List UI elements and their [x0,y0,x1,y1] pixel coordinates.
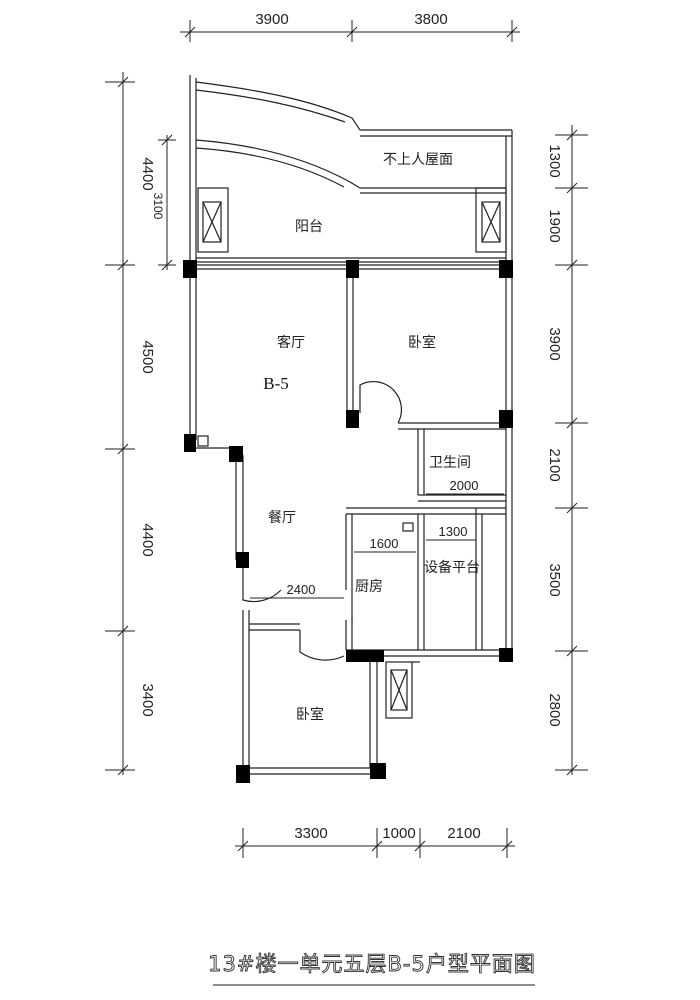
top-dim-1: 3900 [255,11,288,28]
bottom-dim-3: 2100 [447,825,480,842]
right-dim-3: 3900 [546,327,563,360]
right-dim-4: 2100 [546,448,563,481]
label-equipment-platform: 设备平台 [424,559,480,576]
label-living-room: 客厅 [277,334,305,351]
label-bathroom: 卫生间 [429,455,471,471]
left-dimension-line [105,72,176,776]
bottom-dim-1: 3300 [294,825,327,842]
dim-equipment-width: 1300 [439,524,468,539]
dim-kitchen-width: 1600 [370,536,399,551]
label-kitchen: 厨房 [355,579,383,595]
left-dim-2: 4500 [139,340,156,373]
right-dim-6: 2800 [546,693,563,726]
right-dim-2: 1900 [546,209,563,242]
structural-columns [183,260,513,783]
right-dimension-line [555,125,588,776]
left-dim-3: 4400 [139,523,156,556]
drawing-title: 13#楼一单元五层B-5户型平面图 [208,952,536,976]
dim-dining-width: 2400 [287,582,316,597]
walls [189,264,513,775]
balcony-outline [189,75,513,265]
unit-label: B-5 [263,374,289,393]
label-bedroom-1: 卧室 [408,334,436,351]
bottom-dimension-line [235,828,515,858]
inner-dimension-lines [197,435,504,599]
doors [242,380,403,661]
top-dimension-line [180,20,520,42]
left-dim-1: 4400 [139,157,156,190]
top-dim-2: 3800 [414,11,447,28]
left-dim-4: 3400 [139,683,156,716]
dim-bathroom-width: 2000 [450,478,479,493]
label-dining-room: 餐厅 [268,510,296,526]
right-dim-5: 3500 [546,563,563,596]
label-balcony: 阳台 [295,219,323,235]
bottom-dim-2: 1000 [382,825,415,842]
label-bedroom-2: 卧室 [296,706,324,723]
label-roof: 不上人屋面 [383,152,453,168]
left-inner-dim: 3100 [151,193,165,220]
right-dim-1: 1300 [546,144,563,177]
